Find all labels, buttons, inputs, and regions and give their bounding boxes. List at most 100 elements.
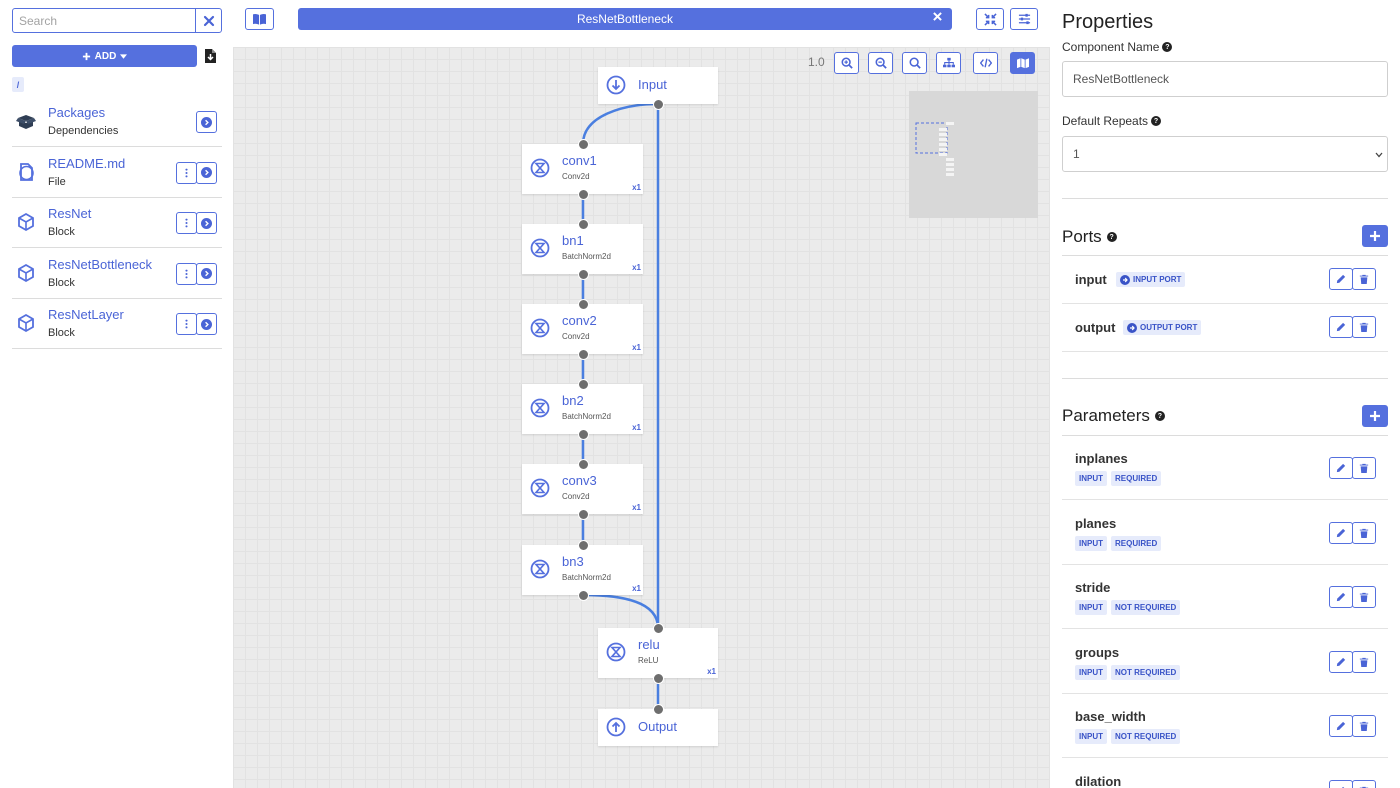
delete-port-button[interactable] xyxy=(1352,268,1376,290)
package-item-name[interactable]: ResNetLayer xyxy=(48,307,124,322)
node-port[interactable] xyxy=(577,218,589,230)
node-port[interactable] xyxy=(652,98,664,110)
help-icon[interactable]: ? xyxy=(1162,42,1173,52)
minimap-toggle-button[interactable] xyxy=(1010,52,1035,74)
component-name-field[interactable]: ResNetBottleneck xyxy=(1062,61,1388,97)
settings-button[interactable] xyxy=(1010,8,1038,30)
package-item[interactable]: ResNet Block xyxy=(12,198,222,248)
collapse-view-button[interactable] xyxy=(976,8,1004,30)
node-port[interactable] xyxy=(577,428,589,440)
node-port[interactable] xyxy=(577,138,589,150)
node-title: Output xyxy=(638,719,678,734)
node-port[interactable] xyxy=(577,589,589,601)
item-menu-button[interactable] xyxy=(176,161,197,184)
editor-tab[interactable]: ResNetBottleneck xyxy=(298,8,952,30)
package-item-name[interactable]: ResNetBottleneck xyxy=(48,256,153,272)
docs-button[interactable] xyxy=(245,8,274,30)
item-menu-button[interactable] xyxy=(176,262,197,285)
import-file-button[interactable] xyxy=(200,45,220,67)
parameter-name: base_width xyxy=(1075,709,1146,724)
package-item-name[interactable]: README.md xyxy=(48,155,126,171)
graph-node-input[interactable]: Input xyxy=(598,67,718,104)
package-item[interactable]: README.md File xyxy=(12,148,222,198)
node-port[interactable] xyxy=(577,348,589,360)
graph-node-output[interactable]: Output xyxy=(598,709,718,746)
zoom-fit-button[interactable] xyxy=(902,52,927,74)
package-item-name[interactable]: Packages xyxy=(48,105,106,120)
open-item-button[interactable] xyxy=(196,262,217,285)
default-repeats-select[interactable]: 1 xyxy=(1062,136,1388,172)
port-actions xyxy=(1329,268,1376,290)
node-port[interactable] xyxy=(577,378,589,390)
layer-icon xyxy=(530,158,550,178)
package-item[interactable]: ResNetLayer Block xyxy=(12,299,222,349)
node-port[interactable] xyxy=(652,703,664,715)
add-parameter-button[interactable] xyxy=(1362,405,1388,427)
package-item[interactable]: ResNetBottleneck Block xyxy=(12,249,222,299)
add-port-button[interactable] xyxy=(1362,225,1388,247)
search-input[interactable] xyxy=(13,9,197,32)
delete-parameter-button[interactable] xyxy=(1352,586,1376,608)
node-port[interactable] xyxy=(577,458,589,470)
package-item-type: Dependencies xyxy=(48,125,119,137)
package-item-name[interactable]: ResNet xyxy=(48,206,92,221)
delete-parameter-button[interactable] xyxy=(1352,650,1376,673)
node-port[interactable] xyxy=(577,268,589,280)
open-item-button[interactable] xyxy=(196,212,217,234)
node-port[interactable] xyxy=(577,539,589,551)
node-type: BatchNorm2d xyxy=(562,252,611,261)
close-tab-icon[interactable] xyxy=(933,12,942,21)
open-item-button[interactable] xyxy=(196,111,217,133)
edit-parameter-button[interactable] xyxy=(1329,521,1353,544)
edit-parameter-button[interactable] xyxy=(1329,779,1353,788)
package-item[interactable]: Packages Dependencies xyxy=(12,97,222,147)
edit-parameter-button[interactable] xyxy=(1329,457,1353,479)
pencil-icon xyxy=(1336,274,1346,284)
node-port[interactable] xyxy=(577,188,589,200)
help-icon[interactable]: ? xyxy=(1154,411,1165,421)
minimap[interactable] xyxy=(909,91,1038,218)
node-port[interactable] xyxy=(577,298,589,310)
auto-layout-button[interactable] xyxy=(936,52,961,74)
node-repeat-badge: x1 xyxy=(632,343,641,352)
node-port[interactable] xyxy=(652,672,664,684)
clear-search-button[interactable] xyxy=(195,9,221,32)
item-menu-button[interactable] xyxy=(176,313,197,335)
breadcrumb[interactable]: / xyxy=(12,77,24,92)
open-item-button[interactable] xyxy=(196,313,217,335)
help-icon[interactable]: ? xyxy=(1106,232,1117,242)
edit-parameter-button[interactable] xyxy=(1329,715,1353,737)
cube-icon xyxy=(16,212,36,232)
help-icon[interactable]: ? xyxy=(1151,116,1162,126)
package-item-type: Block xyxy=(48,276,75,289)
zoom-in-button[interactable] xyxy=(834,52,859,74)
trash-icon xyxy=(1359,721,1369,731)
node-port[interactable] xyxy=(577,508,589,520)
open-item-button[interactable] xyxy=(196,161,217,184)
zoom-out-button[interactable] xyxy=(868,52,893,74)
code-view-button[interactable] xyxy=(973,52,998,74)
delete-port-button[interactable] xyxy=(1352,316,1376,338)
edit-parameter-button[interactable] xyxy=(1329,650,1353,673)
item-menu-button[interactable] xyxy=(176,212,197,234)
delete-parameter-button[interactable] xyxy=(1352,457,1376,479)
close-icon xyxy=(203,15,214,26)
edit-port-button[interactable] xyxy=(1329,268,1353,290)
delete-parameter-button[interactable] xyxy=(1352,521,1376,544)
node-port[interactable] xyxy=(652,622,664,634)
add-button[interactable]: ADD xyxy=(12,45,197,67)
delete-parameter-button[interactable] xyxy=(1352,779,1376,788)
edit-parameter-button[interactable] xyxy=(1329,586,1353,608)
delete-parameter-button[interactable] xyxy=(1352,715,1376,737)
edit-port-button[interactable] xyxy=(1329,316,1353,338)
